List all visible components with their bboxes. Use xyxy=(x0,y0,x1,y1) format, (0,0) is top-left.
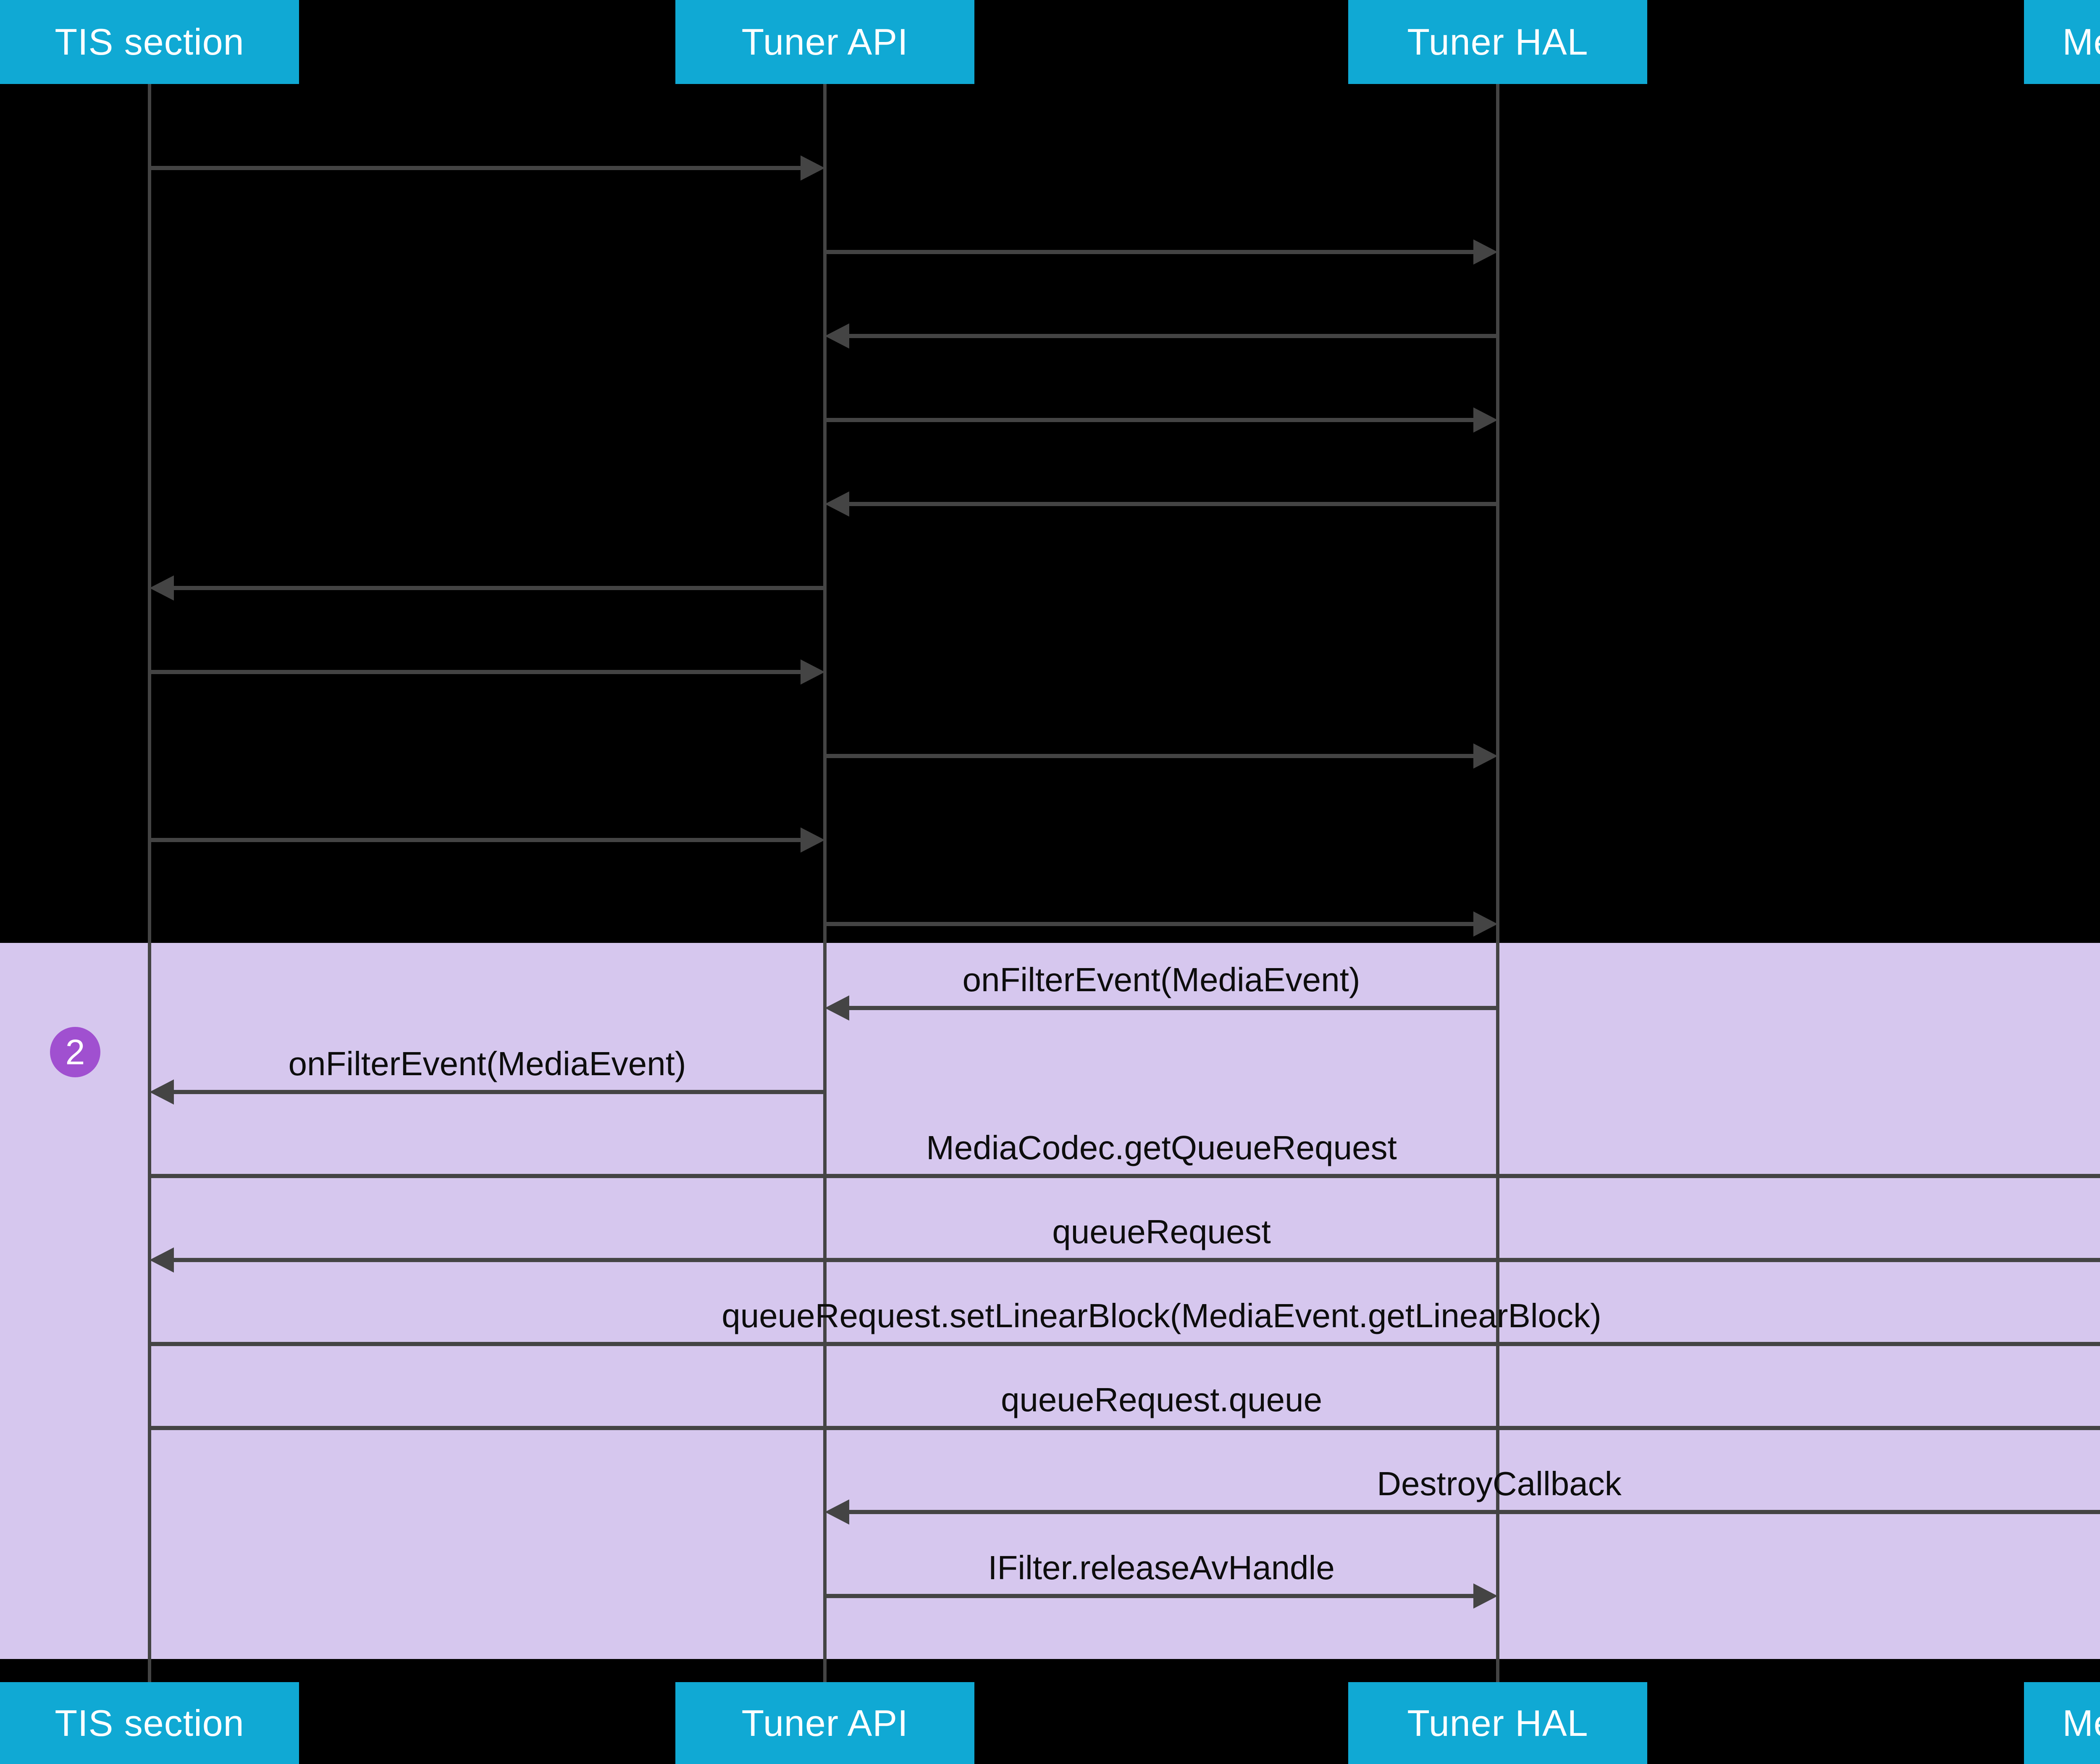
message-line xyxy=(150,670,807,674)
message-line xyxy=(843,1006,1498,1010)
message-line xyxy=(150,1426,2100,1430)
message-line xyxy=(843,502,1498,506)
arrowhead-icon xyxy=(801,659,825,685)
message-arrow: DestroyCallback xyxy=(825,1465,2100,1525)
lifeline-tuner-hal xyxy=(1496,84,1499,1682)
arrowhead-icon xyxy=(150,1079,174,1105)
participant-mediacodec-top: MediaCodec xyxy=(2024,0,2100,84)
message-line xyxy=(167,586,825,590)
participant-tis-section-bottom: TIS section xyxy=(0,1682,299,1764)
message-label: IFilter.releaseAvHandle xyxy=(988,1549,1335,1586)
message-label: DestroyCallback xyxy=(1377,1465,1622,1502)
message-arrow xyxy=(825,323,1498,349)
message-arrow: queueRequest.setLinearBlock(MediaEvent.g… xyxy=(150,1297,2100,1346)
message-line xyxy=(825,1594,1480,1598)
message-arrow: onFilterEvent(MediaEvent) xyxy=(825,961,1498,1021)
participant-tuner-hal-top: Tuner HAL xyxy=(1348,0,1647,84)
message-arrow xyxy=(825,743,1498,769)
message-label: queueRequest.queue xyxy=(1000,1381,1323,1418)
arrowhead-icon xyxy=(150,1247,174,1273)
participant-tuner-hal-bottom: Tuner HAL xyxy=(1348,1682,1647,1764)
message-arrow xyxy=(825,239,1498,265)
step-badge: 2 xyxy=(50,1027,100,1077)
lifeline-tis-section xyxy=(148,84,151,1682)
arrowhead-icon xyxy=(1473,1583,1498,1609)
arrowhead-icon xyxy=(1473,911,1498,937)
message-arrow xyxy=(150,827,825,853)
message-line xyxy=(825,922,1480,926)
message-line xyxy=(150,838,807,842)
arrowhead-icon xyxy=(801,155,825,181)
arrowhead-icon xyxy=(1473,407,1498,433)
message-label: onFilterEvent(MediaEvent) xyxy=(962,961,1360,998)
participant-tuner-api-bottom: Tuner API xyxy=(675,1682,974,1764)
message-line xyxy=(843,334,1498,338)
arrowhead-icon xyxy=(825,491,849,517)
message-line xyxy=(825,418,1480,422)
message-line xyxy=(150,1174,2100,1178)
message-arrow xyxy=(825,911,1498,937)
message-arrow xyxy=(150,659,825,685)
message-line xyxy=(843,1510,2100,1514)
participant-tis-section-top: TIS section xyxy=(0,0,299,84)
message-arrow: queueRequest.queue xyxy=(150,1381,2100,1430)
message-arrow xyxy=(825,407,1498,433)
participant-tuner-api-top: Tuner API xyxy=(675,0,974,84)
message-line xyxy=(150,166,807,170)
arrowhead-icon xyxy=(801,827,825,853)
message-arrow: IFilter.releaseAvHandle xyxy=(825,1549,1498,1609)
arrowhead-icon xyxy=(1473,743,1498,769)
message-line xyxy=(167,1258,2100,1262)
message-arrow xyxy=(150,155,825,181)
message-line xyxy=(825,250,1480,254)
participant-mediacodec-bottom: MediaCodec xyxy=(2024,1682,2100,1764)
message-line xyxy=(825,754,1480,758)
lifeline-tuner-api xyxy=(823,84,827,1682)
message-line xyxy=(167,1090,825,1094)
arrowhead-icon xyxy=(825,1499,849,1525)
message-label: queueRequest xyxy=(1052,1213,1271,1250)
message-arrow: onFilterEvent(MediaEvent) xyxy=(150,1045,825,1105)
arrowhead-icon xyxy=(1473,239,1498,265)
message-label: MediaCodec.getQueueRequest xyxy=(926,1129,1397,1166)
message-line xyxy=(150,1342,2100,1346)
highlight-band xyxy=(0,943,2100,1659)
arrowhead-icon xyxy=(825,995,849,1021)
message-label: queueRequest.setLinearBlock(MediaEvent.g… xyxy=(722,1297,1601,1334)
message-label: onFilterEvent(MediaEvent) xyxy=(288,1045,686,1082)
message-arrow: MediaCodec.getQueueRequest xyxy=(150,1129,2100,1178)
message-arrow xyxy=(150,575,825,601)
arrowhead-icon xyxy=(825,323,849,349)
message-arrow xyxy=(825,491,1498,517)
arrowhead-icon xyxy=(150,575,174,601)
message-arrow: queueRequest xyxy=(150,1213,2100,1273)
